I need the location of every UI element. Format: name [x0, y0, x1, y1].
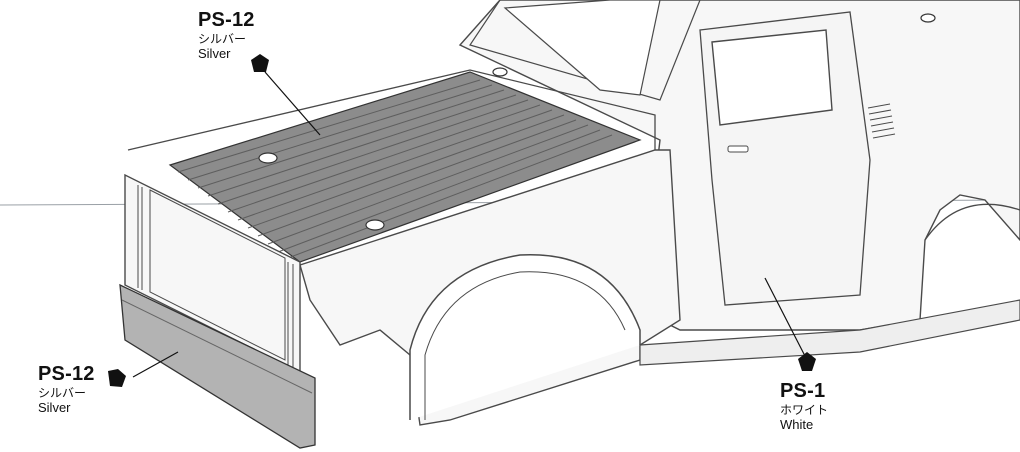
bed-floor: [168, 71, 642, 263]
paint-code-body: PS-1: [780, 380, 826, 402]
paint-name-en-bed: Silver: [198, 45, 231, 61]
rear-bumper: [119, 283, 316, 449]
leader-lines: [132, 71, 807, 378]
rear-wheel-arch: [409, 253, 641, 420]
running-board: [639, 299, 1020, 366]
paint-name-jp-bed: シルバー: [198, 32, 247, 46]
paint-name-jp-body: ホワイト: [780, 403, 829, 417]
rear-window: [503, 0, 661, 96]
rear-bumper-edge: [121, 299, 313, 394]
cab-roof-edge: [469, 0, 701, 101]
cowl-vents: [867, 103, 896, 139]
paint-name-en-body: White: [780, 416, 814, 432]
callout-bumper: PS-12 シルバー Silver: [38, 364, 95, 414]
paint-drop-icon: [798, 352, 816, 371]
paint-drop-icon: [251, 54, 269, 72]
callout-bed: PS-12 シルバー Silver: [198, 10, 255, 60]
leader-line-body: [764, 277, 807, 359]
paint-name-jp-bumper: シルバー: [38, 386, 87, 400]
door-handle: [727, 145, 749, 153]
paint-code-bumper: PS-12: [38, 363, 95, 385]
front-fender: [924, 203, 1020, 241]
bed-holes: [258, 13, 936, 231]
tailgate-ribs: [137, 185, 294, 368]
callout-body: PS-1 ホワイト White: [780, 381, 828, 431]
tailgate-inset: [149, 189, 286, 361]
rear-wheel-arch-inner: [424, 271, 626, 420]
paint-name-en-bumper: Silver: [38, 399, 71, 415]
door-window: [711, 29, 833, 126]
paint-drop-icon: [108, 369, 126, 387]
paint-code-bed: PS-12: [198, 9, 255, 31]
bed-ribs: [177, 79, 613, 259]
leader-line-bed: [264, 71, 321, 136]
leader-line-bumper: [132, 351, 179, 378]
bed-rail-left: [127, 69, 656, 151]
